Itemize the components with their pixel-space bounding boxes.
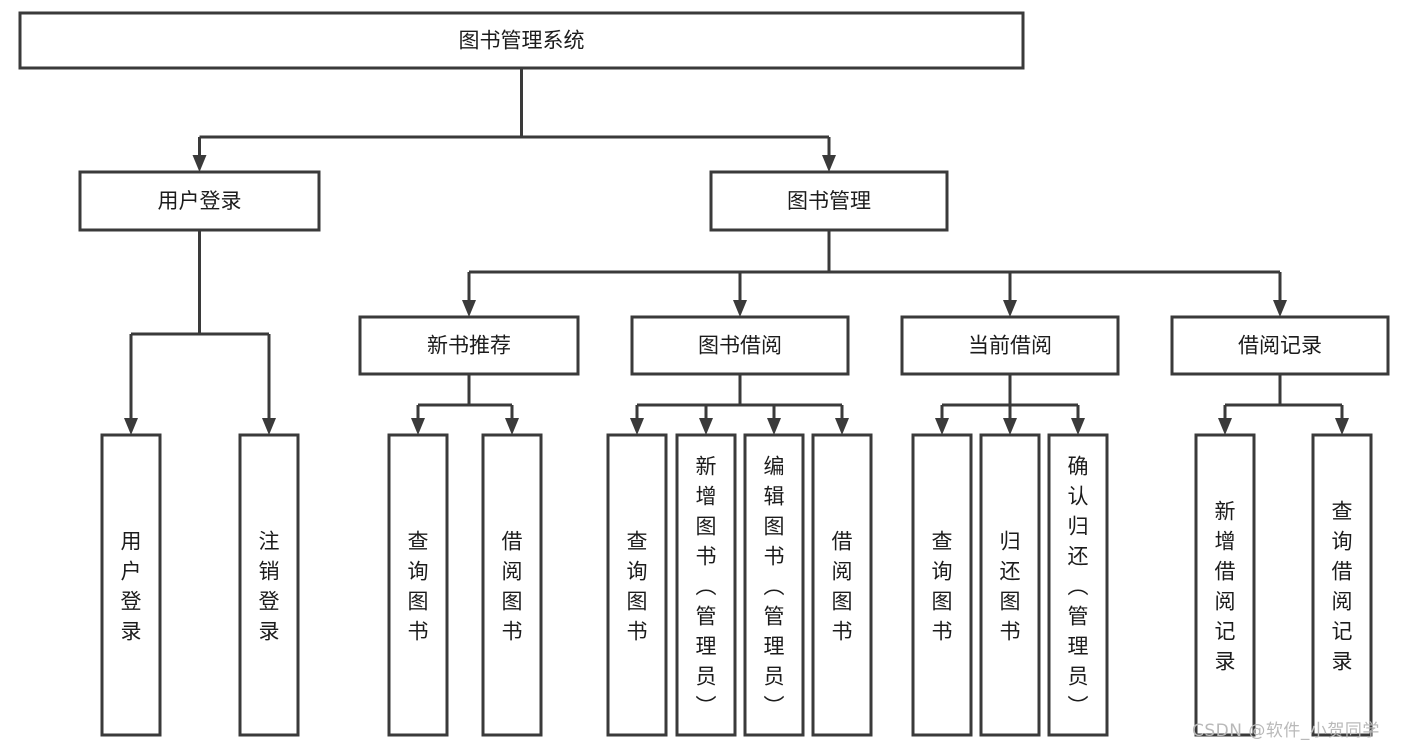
node-box-user-login bbox=[78, 170, 321, 232]
node-label-leaf-add-book-admin: 新增图书︵管理员︶ bbox=[696, 454, 717, 718]
node-label-leaf-add-borrow-record: 新增借阅记录 bbox=[1215, 499, 1236, 673]
node-label-leaf-borrow-book: 借阅图书 bbox=[832, 529, 853, 643]
node-book-manage[interactable]: 图书管理 bbox=[709, 170, 949, 232]
arrow-to-leaf-user-login bbox=[124, 418, 138, 435]
conn-root-to-level2 bbox=[192, 68, 836, 172]
node-label-root: 图书管理系统 bbox=[459, 29, 585, 53]
node-label-leaf-query-book-recommend: 查询图书 bbox=[408, 529, 429, 643]
arrow-to-current-borrow bbox=[1003, 300, 1017, 317]
node-label-leaf-user-login: 用户登录 bbox=[121, 529, 142, 643]
node-user-login[interactable]: 用户登录 bbox=[78, 170, 321, 232]
node-leaf-return-book[interactable]: 归还图书 bbox=[979, 433, 1041, 737]
node-leaf-add-borrow-record[interactable]: 新增借阅记录 bbox=[1194, 433, 1256, 737]
node-leaf-borrow-book[interactable]: 借阅图书 bbox=[811, 433, 873, 737]
node-box-book-manage bbox=[709, 170, 949, 232]
node-leaf-query-borrow-record[interactable]: 查询借阅记录 bbox=[1311, 433, 1373, 737]
arrow-to-leaf-query-book-recommend bbox=[411, 418, 425, 435]
arrow-to-leaf-borrow-book bbox=[835, 418, 849, 435]
node-borrow-record[interactable]: 借阅记录 bbox=[1170, 315, 1390, 376]
conn-current-borrow-to-leaves bbox=[935, 374, 1085, 435]
arrow-to-leaf-borrow-book-recommend bbox=[505, 418, 519, 435]
node-box-leaf-borrow-book bbox=[811, 433, 873, 737]
node-box-leaf-logout bbox=[238, 433, 300, 737]
node-box-leaf-add-book-admin bbox=[675, 433, 737, 737]
node-leaf-edit-book-admin[interactable]: 编辑图书︵管理员︶ bbox=[743, 433, 805, 737]
node-label-book-borrow: 图书借阅 bbox=[698, 334, 782, 358]
node-leaf-query-book-current[interactable]: 查询图书 bbox=[911, 433, 973, 737]
node-box-leaf-return-book bbox=[979, 433, 1041, 737]
arrow-to-leaf-add-borrow-record bbox=[1218, 418, 1232, 435]
node-label-borrow-record: 借阅记录 bbox=[1238, 334, 1322, 358]
node-leaf-confirm-return-admin[interactable]: 确认归还︵管理员︶ bbox=[1047, 433, 1109, 737]
node-box-leaf-query-book-borrow bbox=[606, 433, 668, 737]
arrow-to-leaf-query-borrow-record bbox=[1335, 418, 1349, 435]
node-box-new-book-recommend bbox=[358, 315, 580, 376]
node-label-leaf-borrow-book-recommend: 借阅图书 bbox=[502, 529, 523, 643]
node-box-borrow-record bbox=[1170, 315, 1390, 376]
arrow-to-new-book-recommend bbox=[462, 300, 476, 317]
node-root[interactable]: 图书管理系统 bbox=[18, 11, 1025, 70]
node-box-current-borrow bbox=[900, 315, 1120, 376]
arrow-to-user-login bbox=[192, 155, 207, 172]
node-box-leaf-borrow-book-recommend bbox=[481, 433, 543, 737]
conn-borrow-record-to-leaves bbox=[1218, 374, 1349, 435]
node-box-leaf-add-borrow-record bbox=[1194, 433, 1256, 737]
arrow-to-leaf-query-book-borrow bbox=[630, 418, 644, 435]
node-box-leaf-confirm-return-admin bbox=[1047, 433, 1109, 737]
node-label-leaf-confirm-return-admin: 确认归还︵管理员︶ bbox=[1068, 454, 1089, 718]
node-box-leaf-user-login bbox=[100, 433, 162, 737]
node-leaf-add-book-admin[interactable]: 新增图书︵管理员︶ bbox=[675, 433, 737, 737]
node-box-leaf-query-book-current bbox=[911, 433, 973, 737]
node-book-borrow[interactable]: 图书借阅 bbox=[630, 315, 850, 376]
node-box-book-borrow bbox=[630, 315, 850, 376]
node-leaf-user-login[interactable]: 用户登录 bbox=[100, 433, 162, 737]
node-label-leaf-query-borrow-record: 查询借阅记录 bbox=[1332, 499, 1353, 673]
node-current-borrow[interactable]: 当前借阅 bbox=[900, 315, 1120, 376]
node-label-new-book-recommend: 新书推荐 bbox=[427, 334, 511, 358]
conn-book-borrow-to-leaves bbox=[630, 374, 849, 435]
node-box-leaf-query-borrow-record bbox=[1311, 433, 1373, 737]
node-label-leaf-edit-book-admin: 编辑图书︵管理员︶ bbox=[764, 454, 785, 718]
node-layer: 图书管理系统用户登录图书管理新书推荐图书借阅当前借阅借阅记录用户登录注销登录查询… bbox=[18, 11, 1390, 737]
node-label-leaf-logout: 注销登录 bbox=[259, 529, 280, 643]
arrow-to-leaf-return-book bbox=[1003, 418, 1017, 435]
node-leaf-logout[interactable]: 注销登录 bbox=[238, 433, 300, 737]
arrow-to-leaf-confirm-return-admin bbox=[1071, 418, 1085, 435]
arrow-to-leaf-logout bbox=[262, 418, 276, 435]
node-label-leaf-return-book: 归还图书 bbox=[1000, 529, 1021, 643]
conn-new-book-recommend-to-leaves bbox=[411, 374, 519, 435]
arrow-to-book-borrow bbox=[733, 300, 747, 317]
connector-layer bbox=[124, 68, 1349, 435]
conn-user-login-to-leaves bbox=[124, 230, 276, 435]
arrow-to-leaf-query-book-current bbox=[935, 418, 949, 435]
node-box-leaf-edit-book-admin bbox=[743, 433, 805, 737]
arrow-to-book-manage bbox=[822, 155, 836, 172]
node-box-leaf-query-book-recommend bbox=[387, 433, 449, 737]
arrow-to-borrow-record bbox=[1273, 300, 1287, 317]
node-leaf-query-book-recommend[interactable]: 查询图书 bbox=[387, 433, 449, 737]
arrow-to-leaf-edit-book-admin bbox=[767, 418, 781, 435]
node-leaf-borrow-book-recommend[interactable]: 借阅图书 bbox=[481, 433, 543, 737]
arrow-to-leaf-add-book-admin bbox=[699, 418, 713, 435]
node-label-book-manage: 图书管理 bbox=[787, 189, 871, 213]
node-new-book-recommend[interactable]: 新书推荐 bbox=[358, 315, 580, 376]
node-label-user-login: 用户登录 bbox=[158, 189, 242, 213]
conn-book-manage-to-level3 bbox=[462, 230, 1287, 317]
node-box-root bbox=[18, 11, 1025, 70]
node-leaf-query-book-borrow[interactable]: 查询图书 bbox=[606, 433, 668, 737]
node-label-leaf-query-book-current: 查询图书 bbox=[932, 529, 953, 643]
node-label-leaf-query-book-borrow: 查询图书 bbox=[627, 529, 648, 643]
node-label-current-borrow: 当前借阅 bbox=[968, 334, 1052, 358]
